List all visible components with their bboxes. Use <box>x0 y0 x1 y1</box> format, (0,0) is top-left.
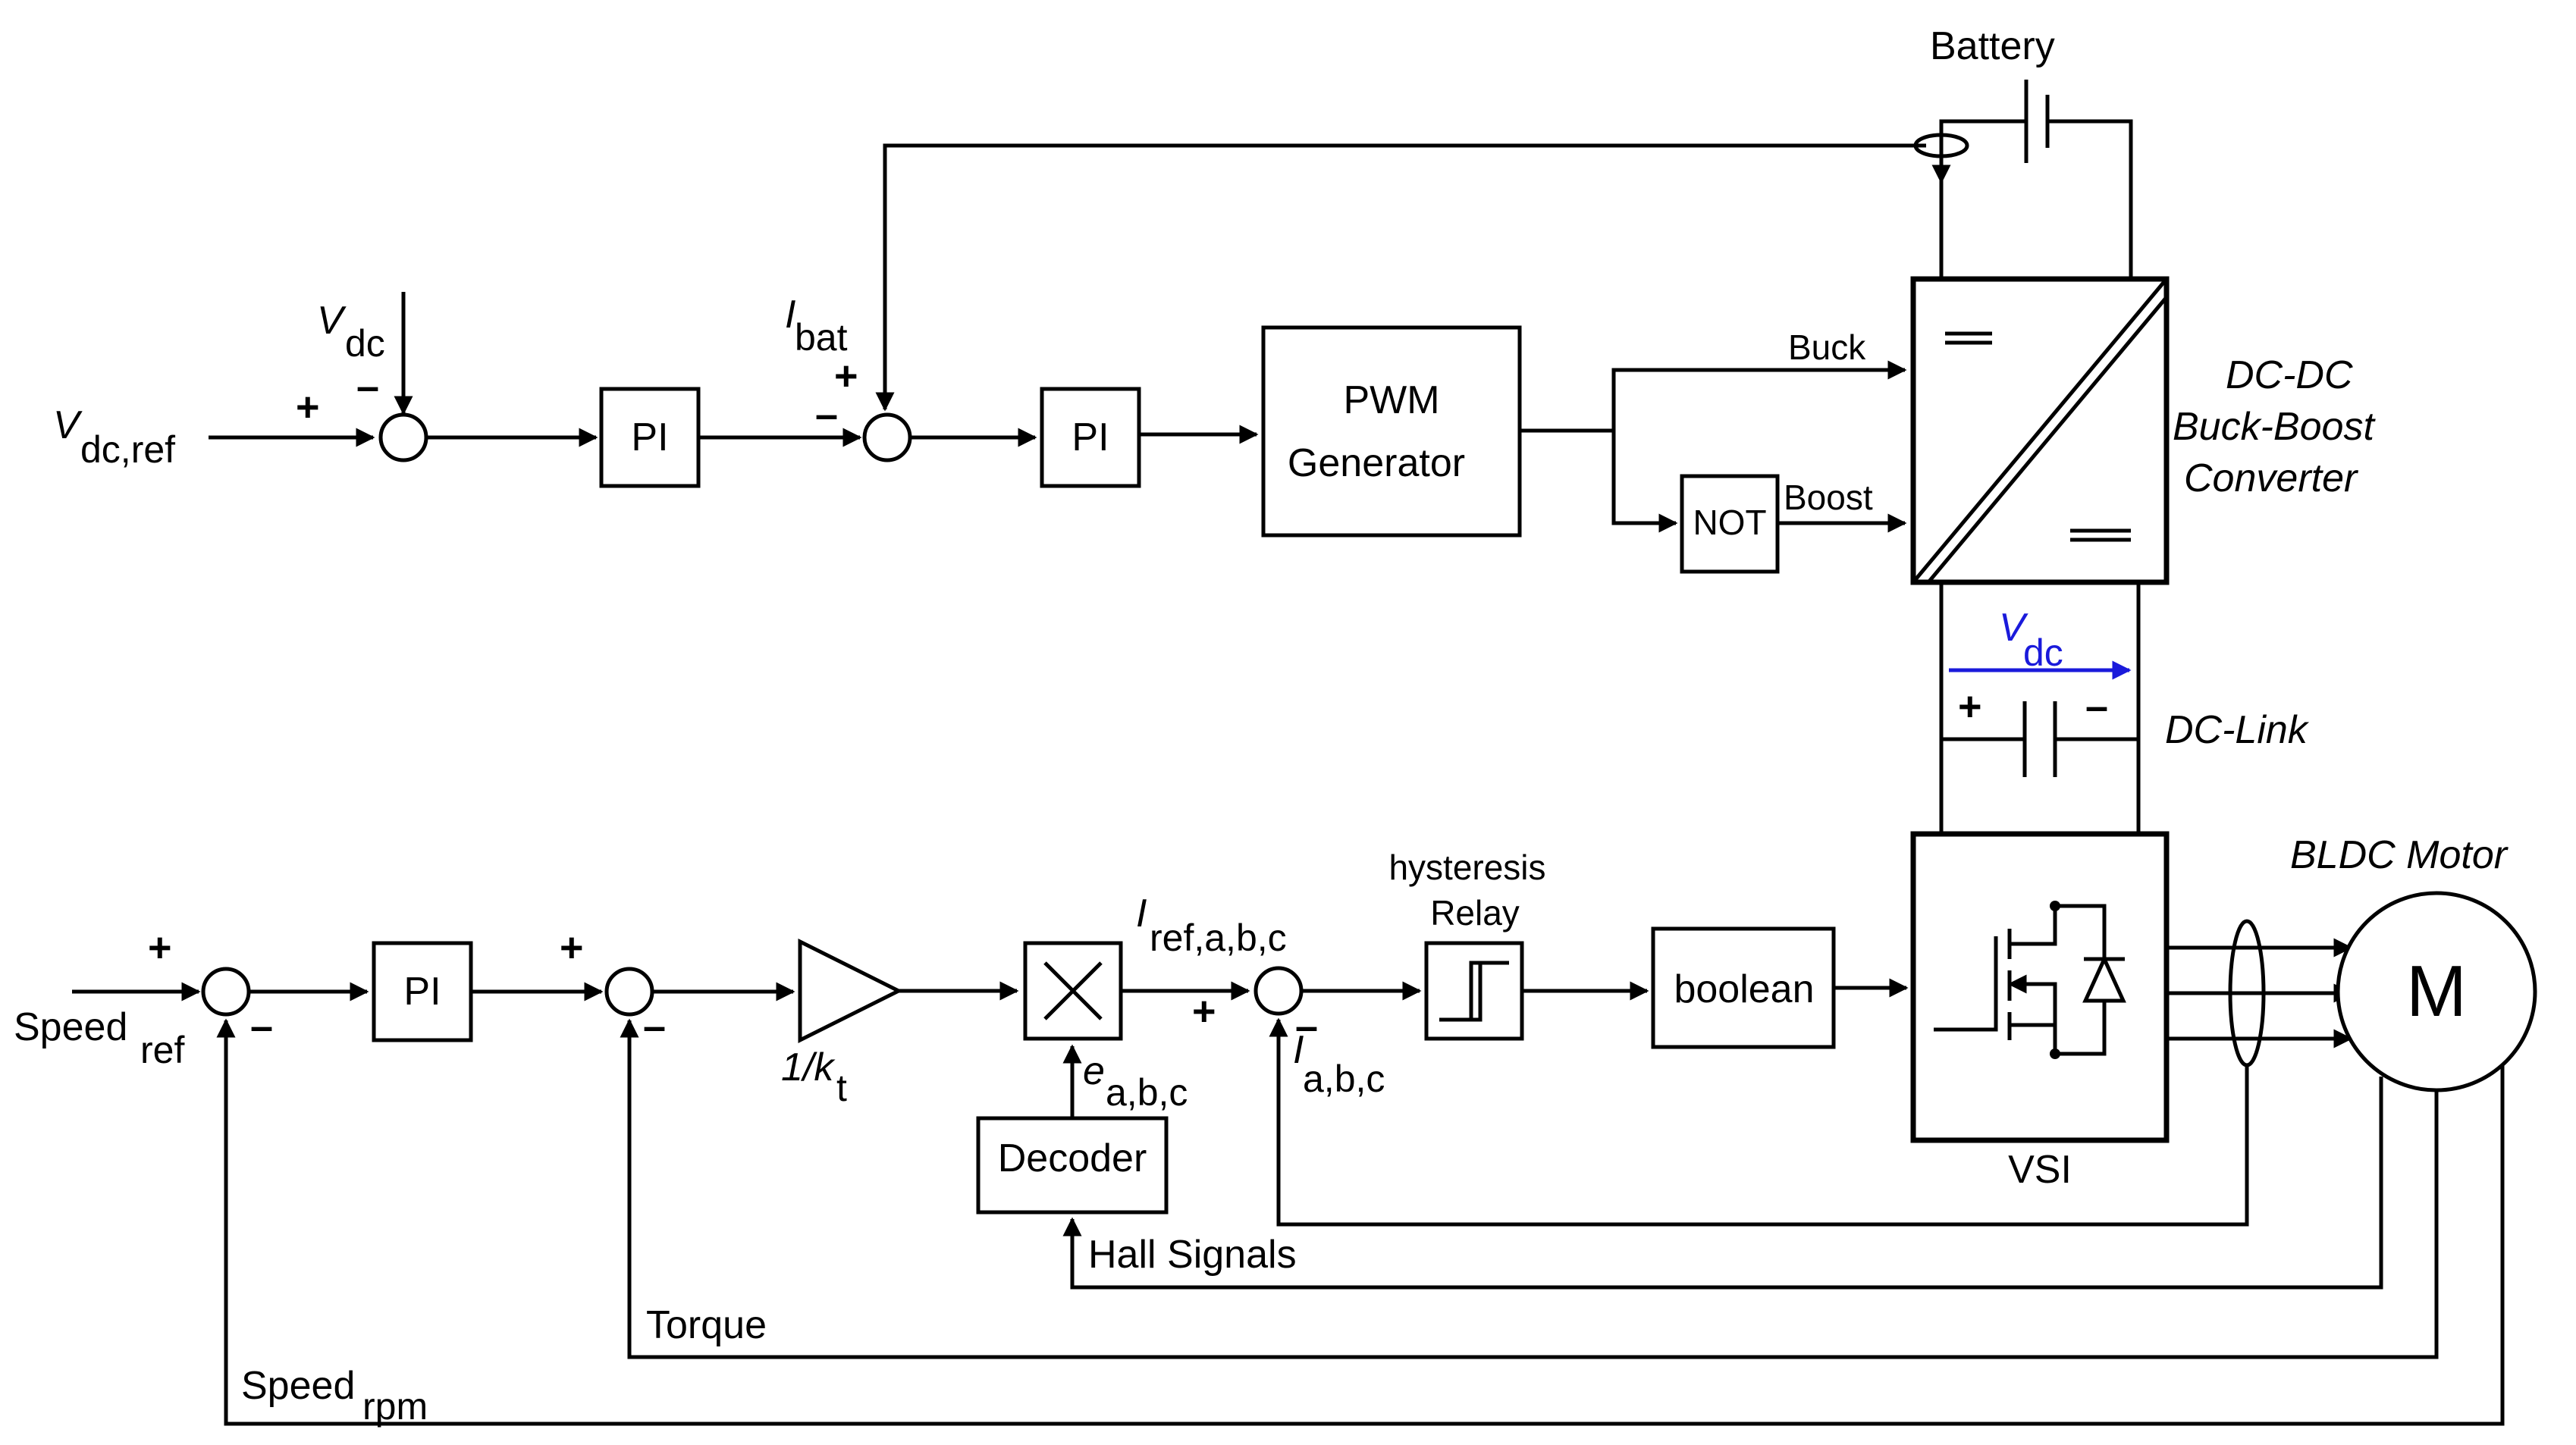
hysteresis-icon <box>1439 961 1509 1022</box>
pwm-generator-block <box>1261 325 1522 538</box>
motor-label: M <box>2406 951 2467 1032</box>
dclink-label: DC-Link <box>2165 708 2310 752</box>
sum4-minus: – <box>643 1004 666 1049</box>
diode-icon <box>2082 954 2126 1003</box>
boolean-block <box>1651 926 1836 1049</box>
hall-signals-wire <box>1062 1077 2383 1290</box>
vsi-label: VSI <box>2008 1148 2072 1192</box>
sum-junction-1 <box>378 412 428 462</box>
battery-wire-right <box>2047 119 2133 279</box>
boolean-label: boolean <box>1674 967 1814 1011</box>
pi-block-2 <box>1040 387 1141 488</box>
pwm-label-line2: Generator <box>1288 441 1465 485</box>
decoder-label: Decoder <box>998 1136 1147 1180</box>
gain-block <box>798 938 903 1044</box>
sum-junction-3 <box>201 967 251 1017</box>
pi-block-1 <box>599 387 701 488</box>
pi-block-2-label: PI <box>1072 415 1109 459</box>
eabc-sub: a,b,c <box>1106 1071 1188 1114</box>
iref-sub: ref,a,b,c <box>1150 917 1287 959</box>
pi-block-3-label: PI <box>403 970 441 1014</box>
battery-label: Battery <box>1930 24 2055 68</box>
battery-wire-left <box>1939 119 2026 279</box>
converter-label-line3: Converter <box>2184 456 2359 500</box>
iabc-feedback-wire <box>1269 1017 2249 1227</box>
converter-diagonal-1 <box>1912 277 2168 584</box>
hysteresis-relay-block <box>1424 941 1524 1041</box>
vdc-label: V <box>317 299 347 343</box>
sum5-plus: + <box>1192 989 1216 1034</box>
speed-feedback-wire <box>216 1018 2505 1426</box>
not-input-wire <box>1611 431 1678 533</box>
mosfet-icon <box>1934 901 2107 1059</box>
iref-label: I <box>1136 892 1147 936</box>
iabc-label: I <box>1293 1028 1304 1072</box>
ibat-label: I <box>785 293 795 337</box>
current-sensor-ring <box>1913 133 1969 158</box>
vsi-block <box>1910 831 2170 1143</box>
ibat-sub: bat <box>795 316 848 359</box>
speedrpm-label: Speed <box>241 1364 355 1408</box>
sum4-plus: + <box>560 925 584 970</box>
hysteresis-label-line2: Relay <box>1430 893 1520 933</box>
speedrpm-sub: rpm <box>362 1385 428 1428</box>
sum2-minus: – <box>815 392 838 437</box>
vdc-sub: dc <box>345 322 385 365</box>
gain-label: 1/k <box>781 1045 836 1089</box>
vdcref-sub: dc,ref <box>80 428 175 471</box>
converter-label-line2: Buck-Boost <box>2173 405 2376 449</box>
iabc-sub: a,b,c <box>1303 1058 1385 1100</box>
torque-feedback-wire <box>620 1018 2439 1359</box>
ibat-feedback-wire <box>875 143 1926 412</box>
not-gate-block <box>1680 474 1780 574</box>
sum3-minus: – <box>250 1004 273 1049</box>
boost-label: Boost <box>1784 478 1873 517</box>
dclink-plus: + <box>1958 684 1982 729</box>
sum-junction-4 <box>604 967 654 1017</box>
converter-label-line1: DC-DC <box>2226 353 2353 397</box>
multiply-icon-stroke-2 <box>1043 961 1103 1020</box>
sum-junction-2 <box>862 412 912 462</box>
vdcref-label: V <box>53 403 83 447</box>
pi-block-1-label: PI <box>631 415 668 459</box>
vdc-blue-sub: dc <box>2023 632 2063 674</box>
not-label: NOT <box>1693 503 1766 542</box>
sum2-plus: + <box>834 353 858 399</box>
hall-signals-label: Hall Signals <box>1088 1233 1297 1277</box>
eabc-label: e <box>1083 1049 1105 1093</box>
converter-diagonal-2 <box>1927 296 2168 584</box>
sum1-plus: + <box>296 384 320 430</box>
speedref-sub: ref <box>140 1029 184 1071</box>
pwm-label-line1: PWM <box>1343 378 1439 422</box>
sum5-minus: – <box>1295 1004 1318 1049</box>
buck-signal-wire <box>1520 360 1907 433</box>
sum3-plus: + <box>148 925 172 970</box>
buck-label: Buck <box>1788 328 1866 367</box>
bldc-motor-label: BLDC Motor <box>2290 833 2509 877</box>
pi-block-3 <box>372 941 473 1042</box>
sum-junction-5 <box>1253 966 1304 1016</box>
speedref-label: Speed <box>14 1005 127 1049</box>
torque-label: Torque <box>646 1303 767 1347</box>
gain-sub: t <box>836 1067 847 1109</box>
dclink-minus: – <box>2085 684 2108 729</box>
sum1-minus: – <box>356 364 379 409</box>
hysteresis-label-line1: hysteresis <box>1388 848 1545 887</box>
vdc-blue-label: V <box>1999 606 2028 650</box>
